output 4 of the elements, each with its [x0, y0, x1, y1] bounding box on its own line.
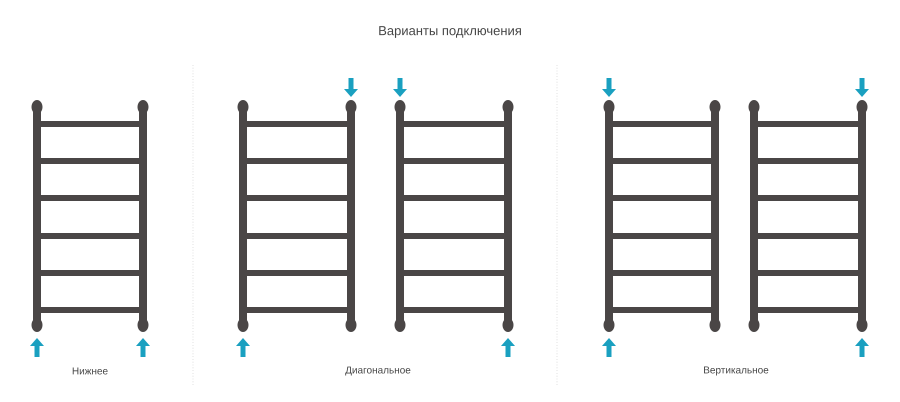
variant-label: Нижнее [72, 368, 108, 374]
title: Варианты подключения [379, 26, 521, 38]
variant-label: Вертикальное [704, 366, 768, 376]
variant-label: Диагональное [345, 366, 410, 376]
